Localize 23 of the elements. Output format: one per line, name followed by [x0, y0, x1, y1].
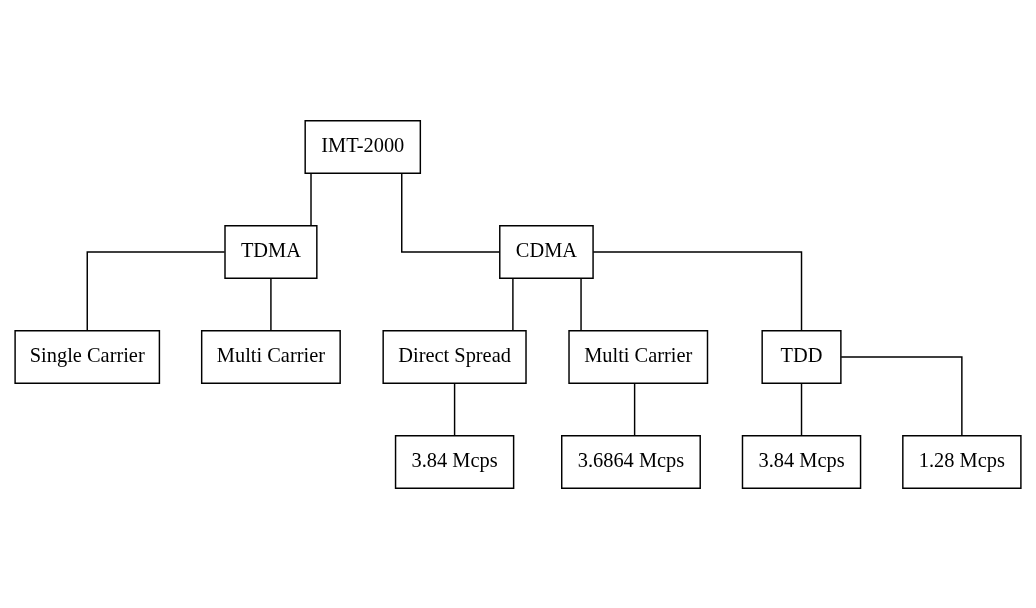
connector — [580, 277, 582, 331]
node-box: CDMA — [499, 224, 594, 279]
node-box: Direct Spread — [382, 329, 527, 384]
connector — [800, 382, 803, 436]
connector — [401, 172, 501, 253]
node-box: IMT-2000 — [304, 119, 422, 174]
node-box: TDD — [761, 329, 842, 384]
connector — [633, 382, 636, 436]
connector — [453, 382, 456, 436]
connector — [270, 277, 272, 331]
connector — [310, 172, 312, 226]
connector — [592, 250, 803, 331]
node-box: TDMA — [224, 224, 318, 279]
node-box: 3.84 Mcps — [741, 434, 862, 489]
connector — [512, 277, 514, 331]
connector — [86, 250, 226, 331]
connector — [840, 355, 963, 436]
node-box: Single Carrier — [14, 329, 161, 384]
node-box: Multi Carrier — [568, 329, 709, 384]
node-box: 3.84 Mcps — [394, 434, 515, 489]
node-box: Multi Carrier — [200, 329, 341, 384]
node-box: 3.6864 Mcps — [561, 434, 701, 489]
node-box: 1.28 Mcps — [902, 434, 1022, 489]
